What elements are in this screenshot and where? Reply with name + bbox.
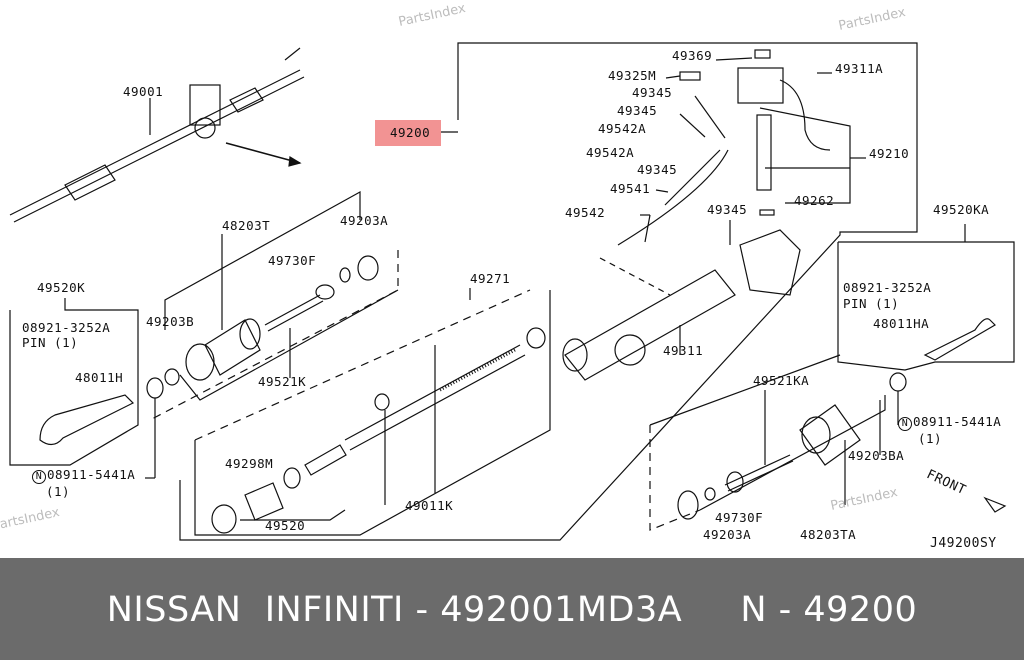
part-label[interactable]: 49345 [617, 103, 658, 118]
control-valve [617, 49, 831, 246]
n-symbol-icon: N [32, 470, 46, 484]
part-label[interactable]: 49542A [598, 121, 647, 136]
part-number: 08911-5441A [913, 414, 1002, 429]
part-label[interactable]: 49298M [225, 456, 274, 471]
gear-housing [562, 229, 801, 381]
diagram-drawing [9, 42, 1015, 541]
part-label[interactable]: 49730F [268, 253, 317, 268]
part-label[interactable]: 49542 [565, 205, 606, 220]
rack-assembly-overview [9, 47, 305, 223]
part-label[interactable]: 49271 [470, 271, 511, 286]
part-label[interactable]: 49325M [608, 68, 657, 83]
part-label[interactable]: 49542A [586, 145, 635, 160]
part-label[interactable]: 49541 [610, 181, 651, 196]
part-label[interactable]: 49203A [703, 527, 752, 542]
part-label[interactable]: 49521KA [753, 373, 810, 388]
highlighted-part-box[interactable] [375, 120, 441, 146]
diagram-code: J49200SY [930, 536, 997, 551]
part-label[interactable]: 48011HA [873, 316, 930, 331]
part-label[interactable]: 49520K [37, 280, 86, 295]
part-label[interactable]: 49311 [663, 343, 704, 358]
part-label[interactable]: 49345 [707, 202, 748, 217]
part-label[interactable]: 49345 [632, 85, 673, 100]
part-qty: (1) [918, 431, 943, 446]
rack-bar [211, 327, 546, 534]
part-qty: (1) [46, 484, 71, 499]
part-label[interactable]: 48011H [75, 370, 124, 385]
part-label[interactable]: 48203T [222, 218, 271, 233]
part-label[interactable]: 49520KA [933, 202, 990, 217]
part-label-highlighted[interactable]: 49200 [390, 125, 431, 140]
part-label[interactable]: 49730F [715, 510, 764, 525]
part-number: 08911-5441A [47, 467, 136, 482]
part-label[interactable]: 49203A [340, 213, 389, 228]
part-label[interactable]: 49001 [123, 84, 164, 99]
part-label[interactable]: 49203BA [848, 448, 905, 463]
part-label[interactable]: 49210 [869, 146, 910, 161]
part-label[interactable]: 49311A [835, 61, 884, 76]
part-label[interactable]: 08921-3252A [843, 280, 932, 295]
n-symbol-icon: N [898, 417, 912, 431]
part-label[interactable]: 49520 [265, 518, 306, 533]
part-label[interactable]: 49011K [405, 498, 454, 513]
part-label[interactable]: 49369 [672, 48, 713, 63]
part-label[interactable]: 49262 [794, 193, 835, 208]
boot [185, 318, 261, 381]
footer-part-title: NISSAN INFINITI - 492001MD3A N - 49200 [106, 590, 918, 630]
inner-tie-rod [264, 255, 379, 332]
part-label[interactable]: 08921-3252A [22, 320, 111, 335]
part-qty: PIN (1) [22, 335, 79, 350]
part-label[interactable]: 48203TA [800, 527, 857, 542]
part-label[interactable]: 49345 [637, 162, 678, 177]
assembly-frame [179, 42, 918, 541]
part-qty: PIN (1) [843, 296, 900, 311]
part-label[interactable]: 49203B [146, 314, 195, 329]
footer-banner: NISSAN INFINITI - 492001MD3A N - 49200 [0, 558, 1024, 660]
part-label[interactable]: 49521K [258, 374, 307, 389]
